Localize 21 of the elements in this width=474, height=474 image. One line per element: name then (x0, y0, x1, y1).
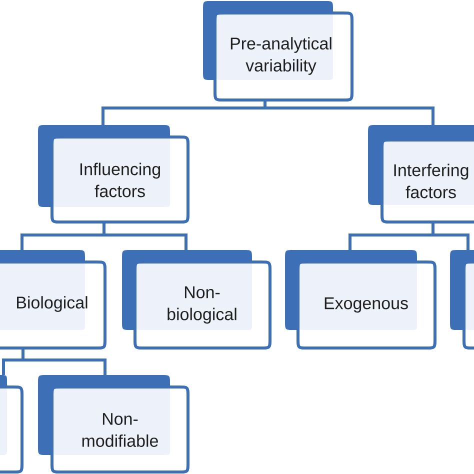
connector-line (104, 234, 188, 250)
category-box: Influencing factors (38, 125, 190, 224)
connector-line (102, 106, 265, 125)
connector-line (348, 234, 433, 250)
category-box (450, 250, 474, 350)
category-box: Non-biological (122, 250, 272, 350)
category-box: Exogenous (285, 250, 436, 350)
connector-line (20, 234, 104, 250)
category-box: Non-modifiable (38, 375, 190, 474)
category-box: Interfering factors (368, 125, 474, 224)
connector-line (432, 222, 434, 235)
connector-line (265, 106, 434, 125)
connector-line (433, 234, 470, 250)
connector-line (264, 100, 266, 108)
connector-line (2, 358, 23, 375)
connector-line (102, 222, 106, 235)
category-box (0, 375, 24, 474)
category-box: Biological (0, 250, 106, 350)
category-box: Pre-analytical variability (203, 1, 354, 102)
connector-line (22, 348, 24, 360)
connector-line (23, 358, 106, 375)
